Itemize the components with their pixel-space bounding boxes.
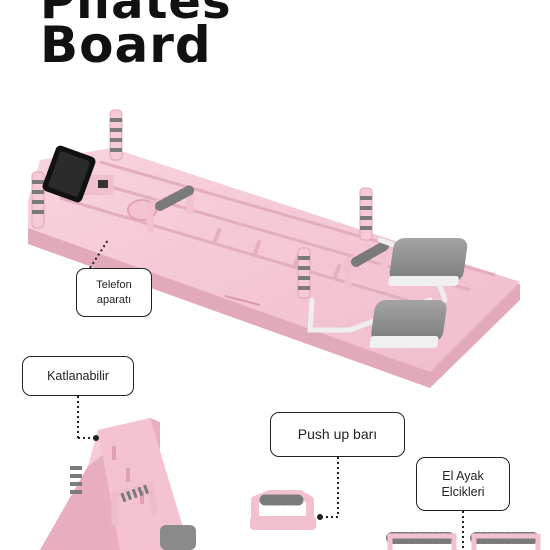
handle-grip-2 [344, 241, 389, 288]
corner-post-left [31, 171, 45, 229]
corner-post-back [109, 109, 123, 161]
push-up-bar [250, 490, 316, 530]
folded-board [40, 418, 196, 550]
callout-phone-holder-line2: aparatı [96, 293, 132, 306]
phone-holder [42, 145, 114, 203]
callout-foldable: Katlanabilir [22, 356, 134, 396]
handle-grip-1 [146, 185, 195, 232]
callout-phone-holder: Telefon aparatı [76, 268, 152, 317]
connector-phone [89, 239, 109, 269]
title-line-1: Pilates [40, 0, 232, 30]
callout-hand-foot-grips: El Ayak Elcikleri [416, 457, 510, 511]
corner-post-right-back [359, 187, 373, 241]
callout-grips-line2: Elcikleri [441, 485, 485, 499]
title-line-2: Board [40, 16, 212, 74]
callout-phone-holder-line1: Telefon [96, 279, 132, 292]
foot-pad-front [369, 300, 447, 348]
foot-pad-back [388, 238, 468, 286]
corner-post-right-front [297, 247, 311, 299]
hand-foot-grips [386, 532, 542, 550]
fold-line [224, 295, 261, 306]
callout-push-up-bar: Push up barı [270, 412, 405, 457]
callout-grips-line1: El Ayak [442, 468, 484, 483]
